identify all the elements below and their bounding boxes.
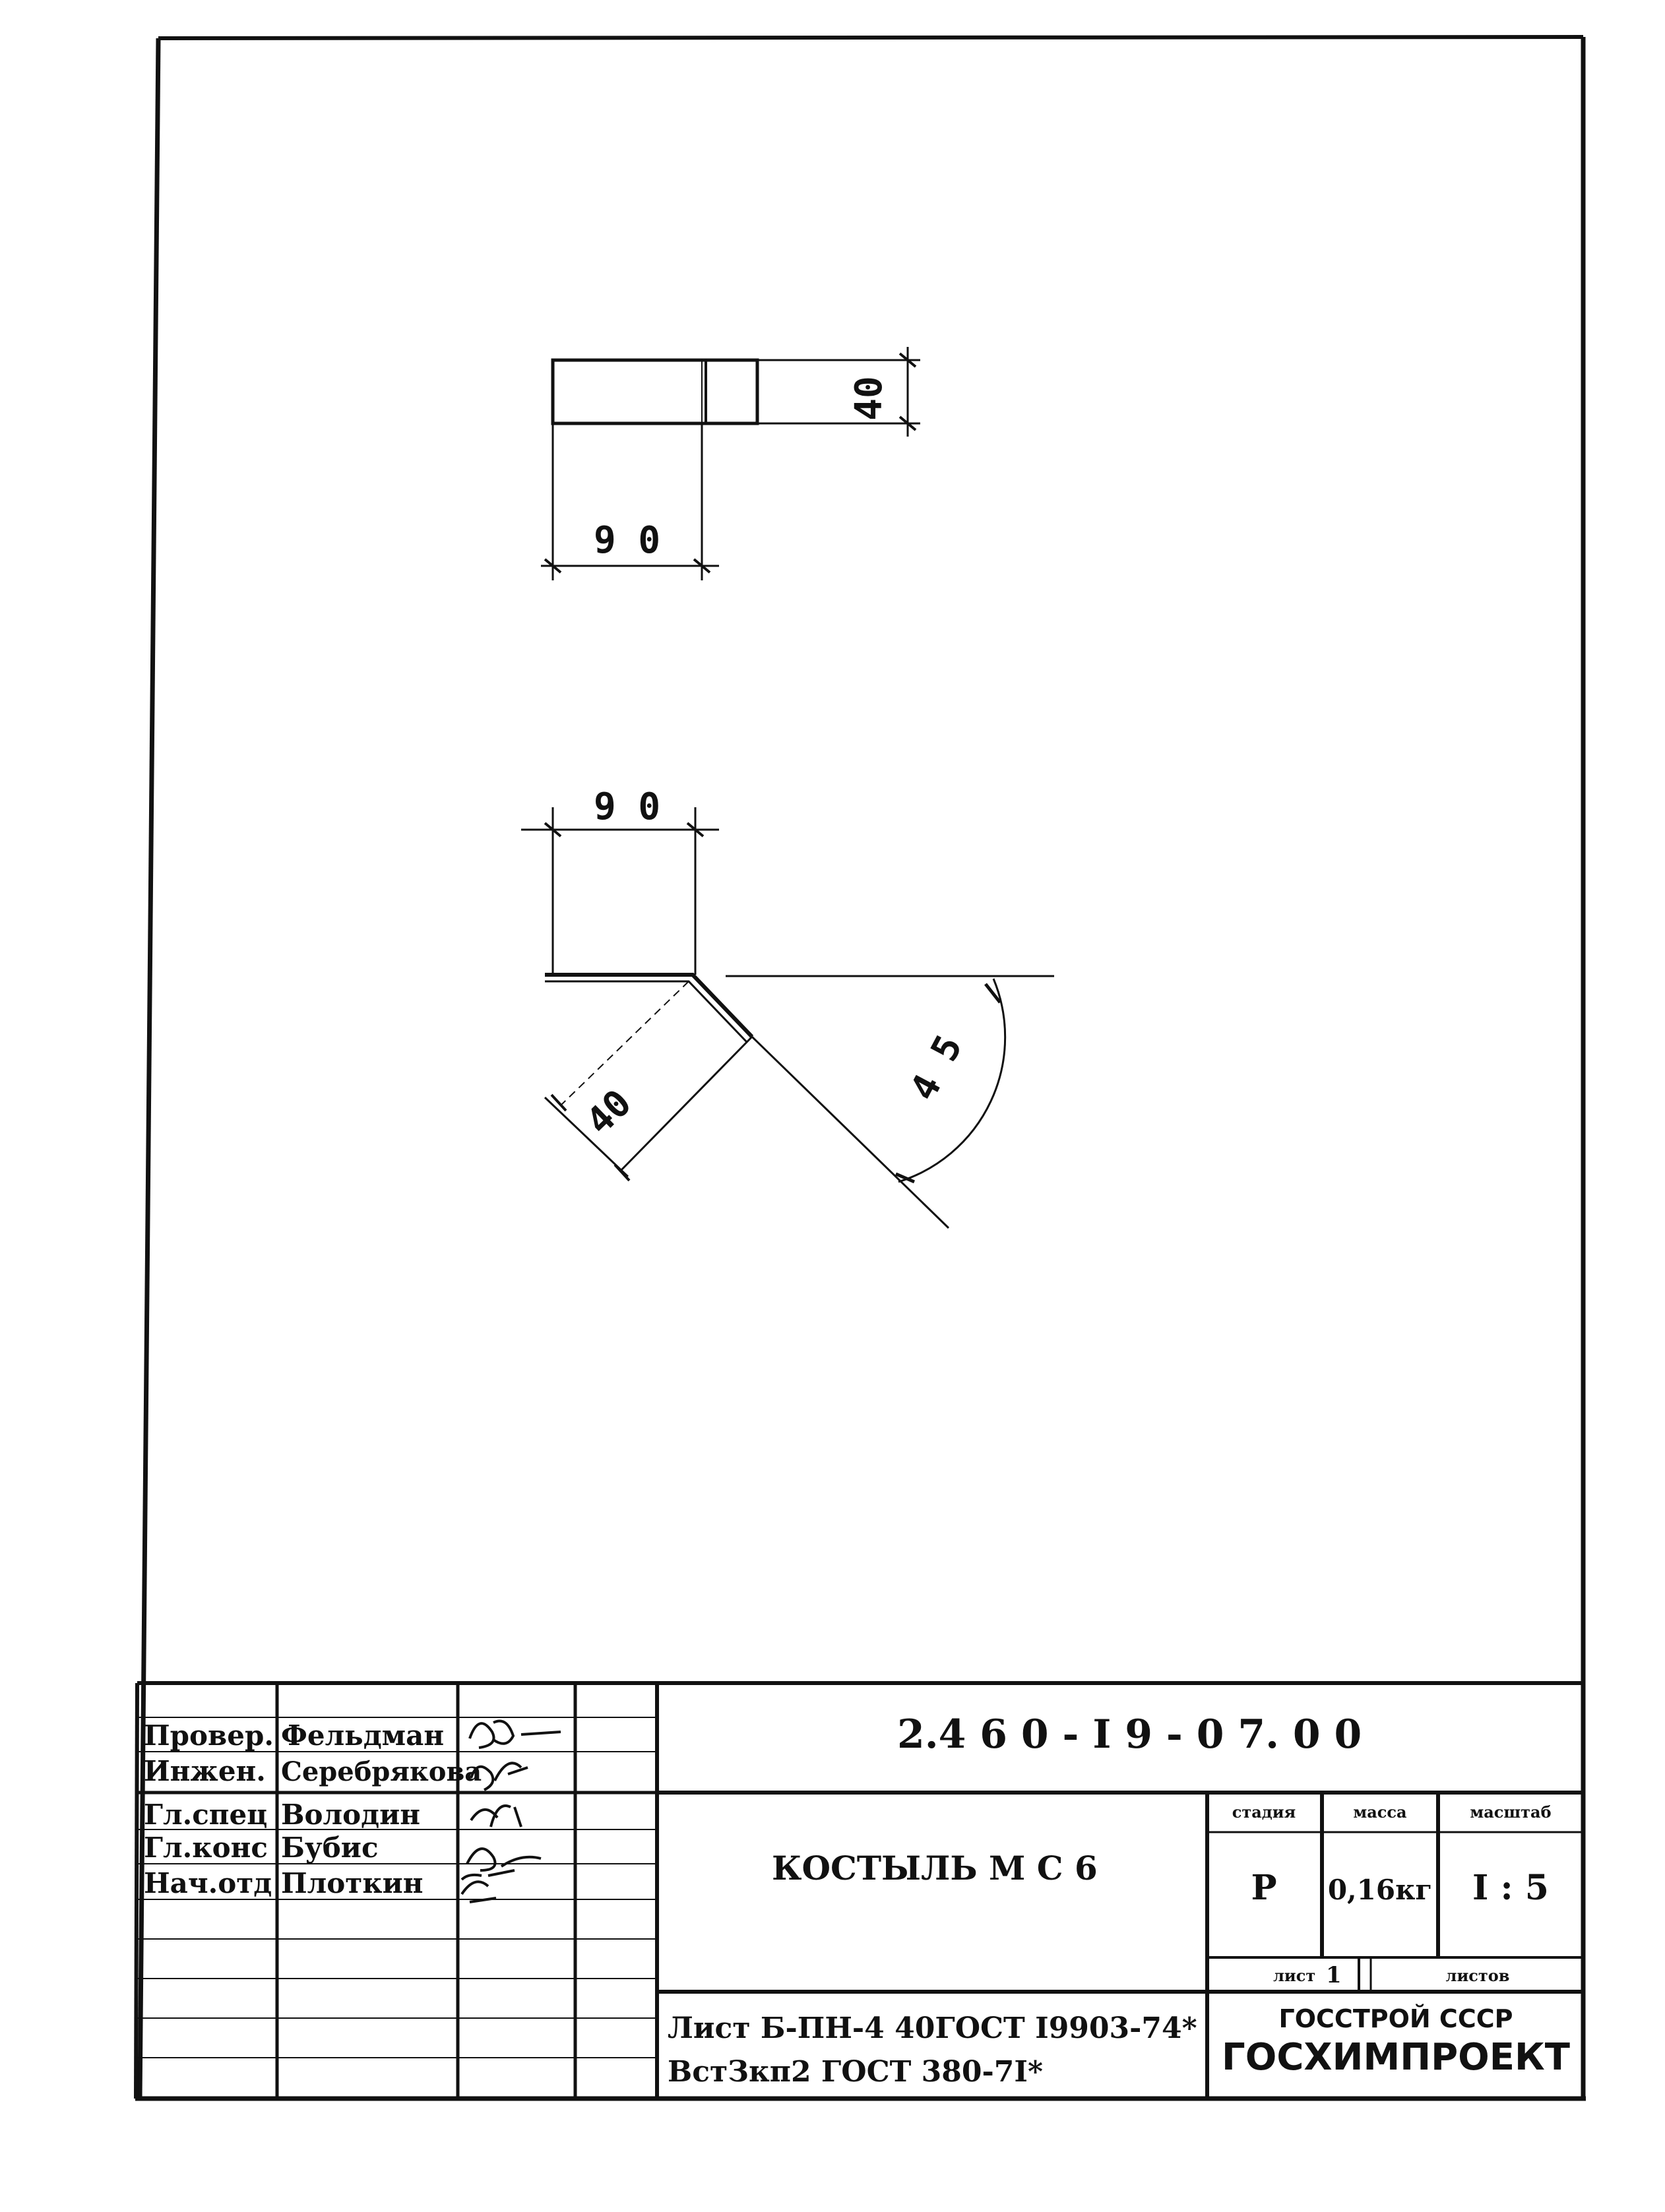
staff-role: Нач.отд — [144, 1867, 272, 1899]
value-stage: Р — [1251, 1868, 1276, 1908]
bent-view-dim-leg: 40 — [578, 1082, 640, 1144]
staff-name: Серебрякова — [281, 1756, 482, 1787]
bent-view-dim-angle: 4 5 — [902, 1028, 971, 1107]
staff-list: Провер. Фельдман Инжен. Серебрякова Гл.с… — [144, 1719, 482, 1899]
signature-mark — [460, 1873, 497, 1903]
bent-view-dim-length: 9 0 — [594, 785, 660, 828]
org-line-2: ГОСХИМПРОЕКТ — [1222, 2036, 1570, 2079]
signature-mark — [470, 1762, 528, 1791]
part-name: КОСТЫЛЬ М С 6 — [772, 1849, 1098, 1888]
header-sheets: листов — [1446, 1966, 1510, 1985]
value-sheet: 1 — [1326, 1962, 1342, 1988]
staff-role: Провер. — [144, 1719, 274, 1752]
staff-name: Плоткин — [281, 1867, 424, 1899]
signature-mark — [466, 1847, 542, 1877]
staff-role: Гл.спец — [144, 1798, 267, 1831]
header-scale: масштаб — [1470, 1802, 1551, 1822]
org-line-1: ГОССТРОЙ СССР — [1279, 2004, 1513, 2033]
signature-mark — [468, 1719, 561, 1749]
material-line-1: Лист Б-ПН-4 40ГОСТ I9903-74* — [668, 2012, 1197, 2045]
material-line-2: ВстЗкп2 ГОСТ 380-7I* — [668, 2055, 1043, 2089]
top-view-outline — [551, 358, 759, 425]
top-view-dim-length: 9 0 — [594, 519, 660, 562]
value-scale: I : 5 — [1472, 1868, 1549, 1908]
sheet-frame — [135, 35, 1586, 2101]
header-stage: стадия — [1232, 1802, 1296, 1822]
signatures — [460, 1719, 561, 1903]
staff-name: Фельдман — [281, 1719, 444, 1752]
value-mass: 0,16кг — [1328, 1874, 1432, 1906]
staff-role: Инжен. — [144, 1755, 266, 1787]
signature-mark — [470, 1804, 522, 1828]
staff-name: Володин — [281, 1798, 420, 1831]
top-view-dim-height: 40 — [848, 376, 891, 420]
bent-view — [521, 807, 1054, 1229]
angle-arc — [898, 978, 1007, 1183]
staff-role: Гл.конс — [144, 1831, 268, 1864]
document-code: 2.4 6 0 - I 9 - 0 7. 0 0 — [897, 1711, 1362, 1758]
top-view — [541, 347, 920, 580]
bent-strip — [545, 973, 754, 1039]
header-sheet: лист — [1273, 1966, 1315, 1985]
title-block-grid — [134, 1681, 1583, 2099]
header-mass: масса — [1353, 1802, 1406, 1822]
staff-name: Бубис — [281, 1831, 379, 1864]
